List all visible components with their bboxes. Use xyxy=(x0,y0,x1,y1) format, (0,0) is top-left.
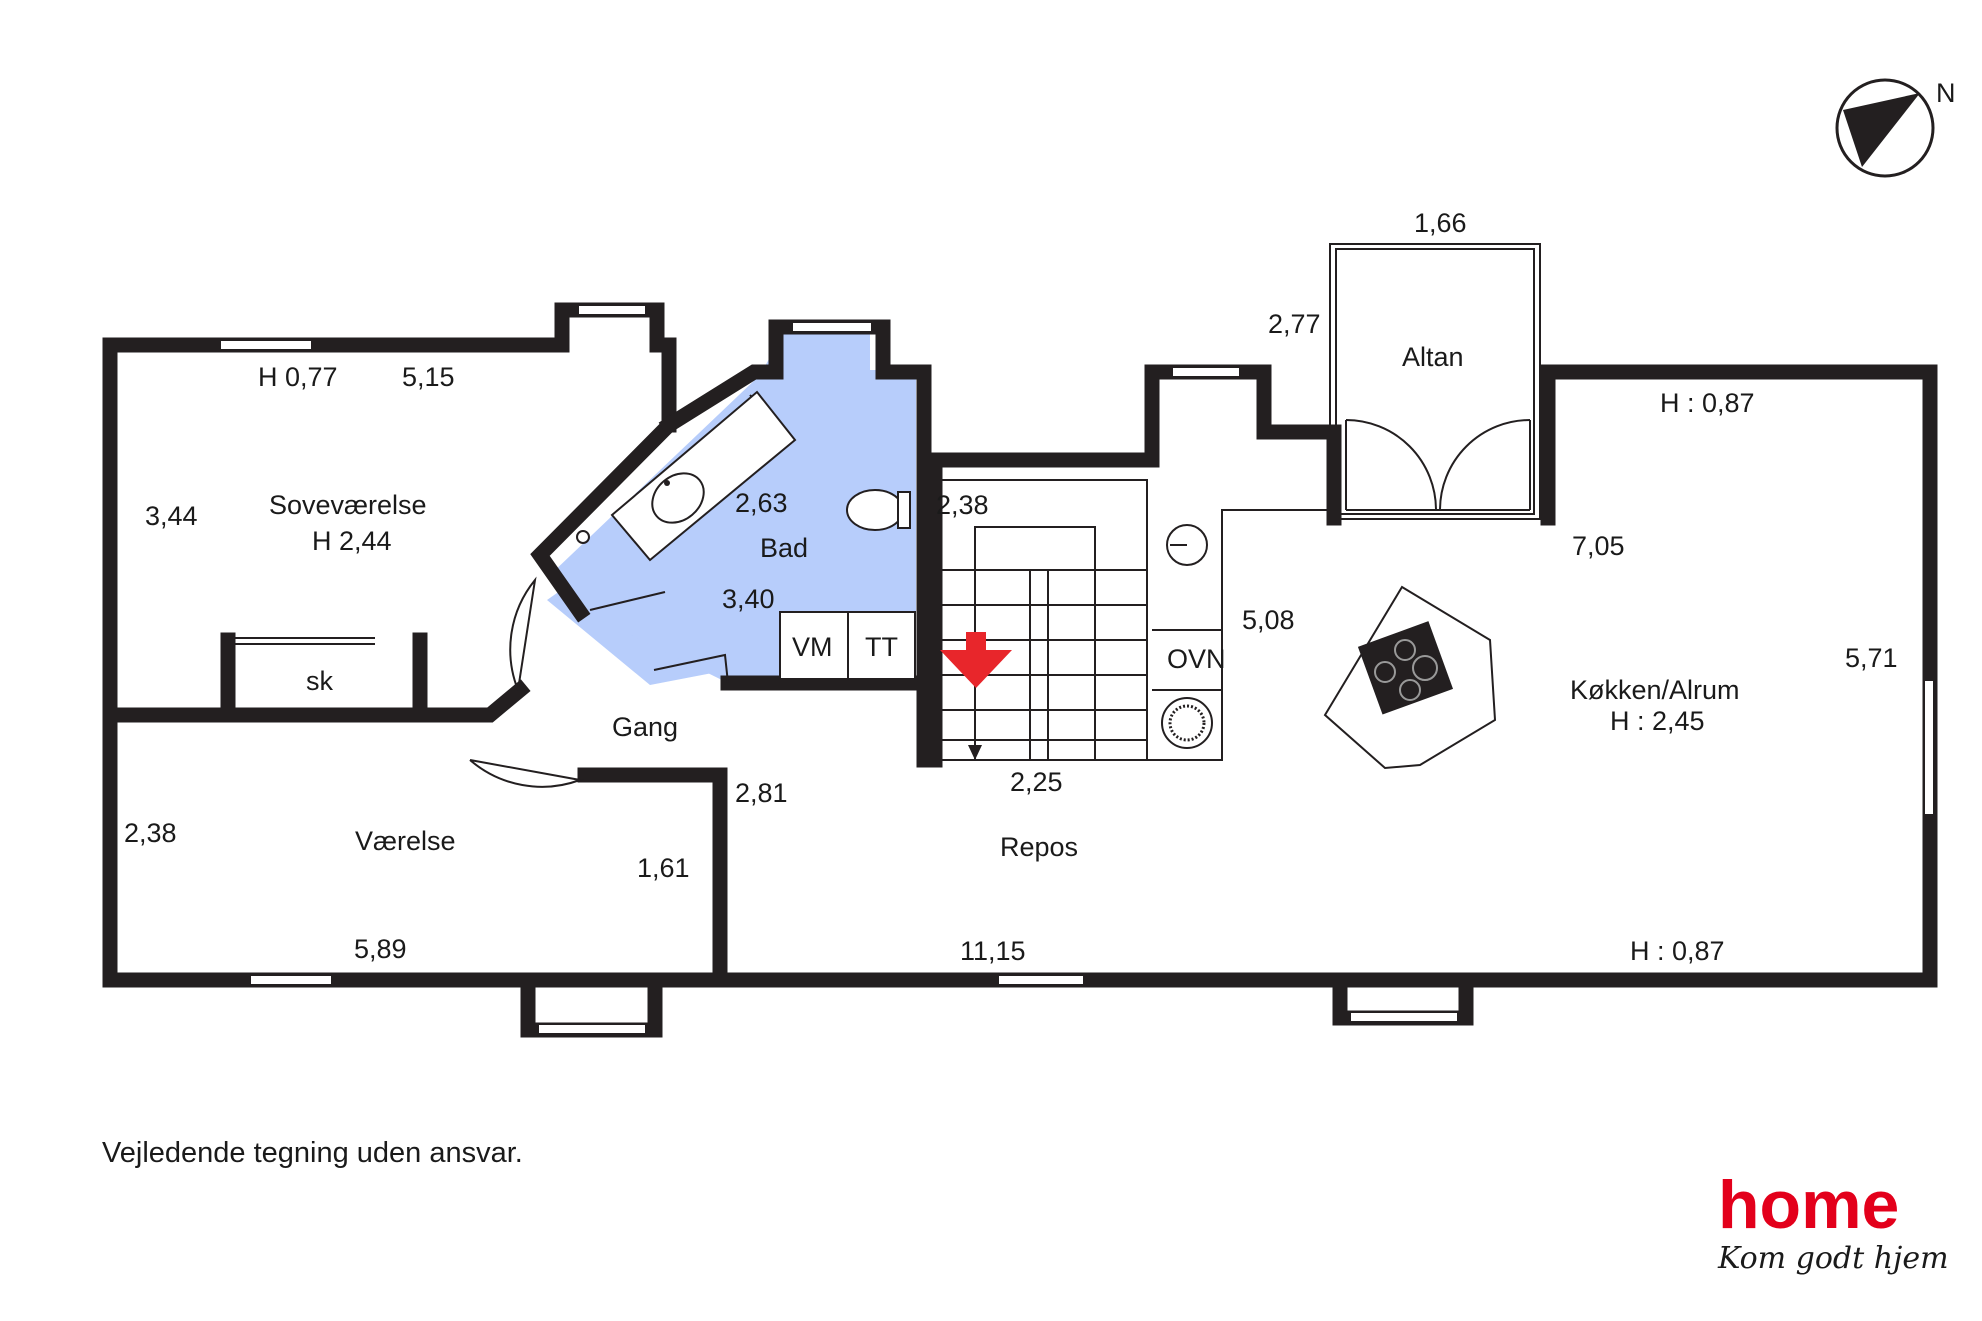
disclaimer: Vejledende tegning uden ansvar. xyxy=(102,1137,523,1169)
exterior-walls xyxy=(102,302,1938,1038)
kitchen-dim-a: 7,05 xyxy=(1572,531,1625,561)
bedroom-width: 5,15 xyxy=(402,362,455,392)
closet xyxy=(230,634,375,646)
kitchen-depth: 5,71 xyxy=(1845,643,1898,673)
bathroom-floor-upper xyxy=(550,334,916,683)
stairs-dim-bottom: 2,25 xyxy=(1010,767,1063,797)
compass-icon: N xyxy=(1835,78,1956,178)
bathroom-fixtures xyxy=(576,390,916,680)
kitchen-height-top: H : 0,87 xyxy=(1660,388,1755,418)
washing-machine-label: VM xyxy=(792,632,833,662)
bathroom-name: Bad xyxy=(760,533,808,563)
oven-label: OVN xyxy=(1167,644,1226,674)
bedroom-window-height: H 0,77 xyxy=(258,362,338,392)
landing-dim: 2,81 xyxy=(735,778,788,808)
kitchen-dim-b: 5,08 xyxy=(1242,605,1295,635)
room-labels: H 0,77 5,15 3,44 Soveværelse H 2,44 sk 2… xyxy=(124,208,1898,966)
brand-wordmark: home xyxy=(1718,1167,1899,1243)
room-dim-side: 1,61 xyxy=(637,853,690,883)
landing-name: Repos xyxy=(1000,832,1078,862)
kitchen-height: H : 2,45 xyxy=(1610,706,1705,736)
room-depth: 2,38 xyxy=(124,818,177,848)
kitchen-name: Køkken/Alrum xyxy=(1570,675,1740,705)
brand-tagline: Kom godt hjem xyxy=(1717,1241,1949,1276)
room-name: Værelse xyxy=(355,826,456,856)
kitchen-height-bottom: H : 0,87 xyxy=(1630,936,1725,966)
windows xyxy=(219,304,1935,1035)
closet-label: sk xyxy=(306,666,334,696)
stair-down-arrow xyxy=(940,650,1012,688)
kitchen-island xyxy=(1323,585,1497,770)
bedroom-name: Soveværelse xyxy=(269,490,427,520)
stairs-dim-top: 2,38 xyxy=(936,490,989,520)
balcony-width: 1,66 xyxy=(1414,208,1467,238)
brand-logo: home Kom godt hjem xyxy=(1717,1167,1949,1276)
staircase xyxy=(926,479,1148,761)
balcony-name: Altan xyxy=(1402,342,1464,372)
doors xyxy=(469,576,729,788)
bedroom-depth: 3,44 xyxy=(145,501,198,531)
landing-width: 11,15 xyxy=(960,936,1026,966)
compass-north-label: N xyxy=(1936,78,1956,108)
bathroom-dim-b: 3,40 xyxy=(722,584,775,614)
hallway-name: Gang xyxy=(612,712,678,742)
kitchen-units xyxy=(1147,509,1334,761)
bedroom-height: H 2,44 xyxy=(312,526,392,556)
bathroom-dim-a: 2,63 xyxy=(735,488,788,518)
balcony-depth: 2,77 xyxy=(1268,309,1321,339)
room-width: 5,89 xyxy=(354,934,407,964)
dryer-label: TT xyxy=(865,632,898,662)
balcony xyxy=(1326,243,1556,526)
